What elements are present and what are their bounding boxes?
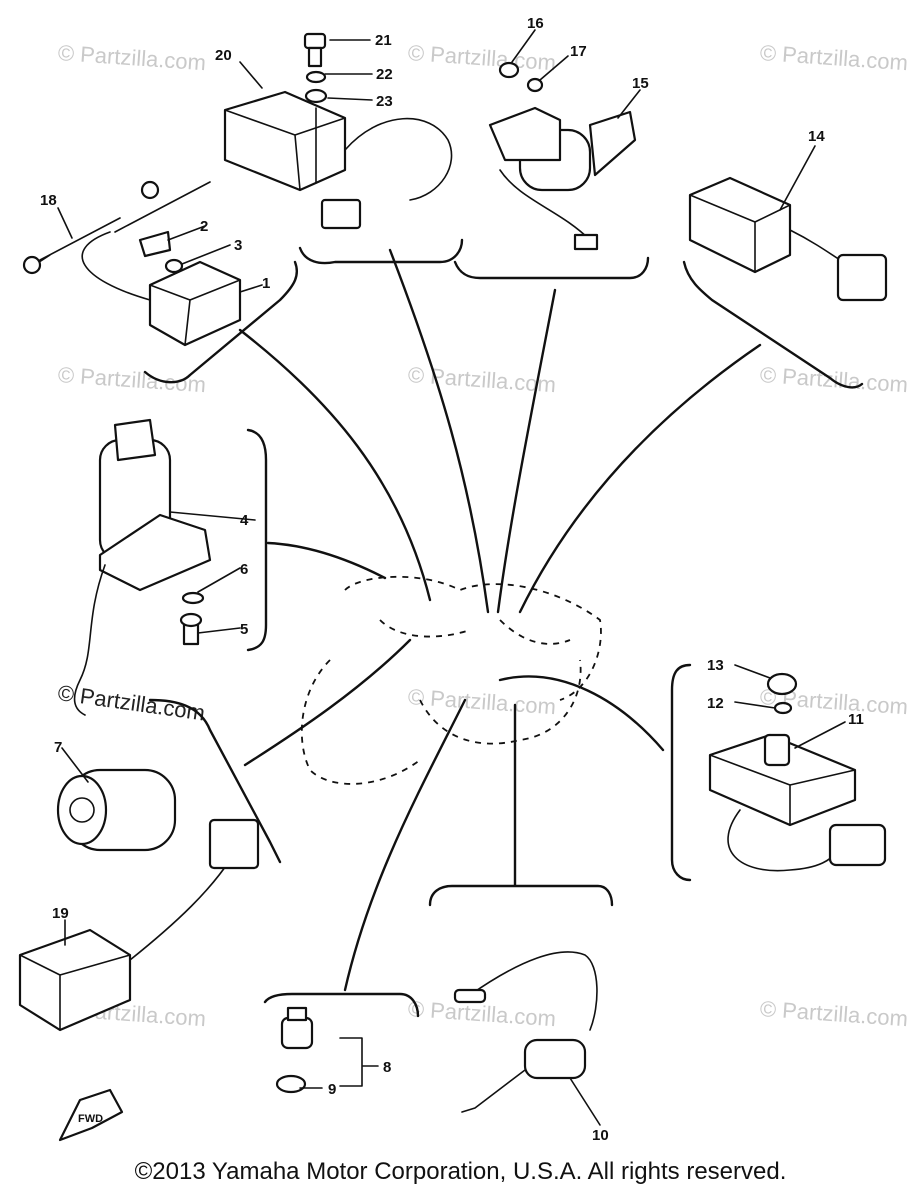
part-14-module [688,176,888,302]
part-19-box [18,818,260,1032]
callout-23: 23 [376,93,393,110]
callout-11: 11 [848,711,864,728]
callout-2: 2 [200,218,208,235]
fwd-arrow-icon: FWD [58,1088,124,1142]
part-20-relay-box [223,32,453,230]
diagram-drawing: FWD 21 [18,15,888,1144]
part-8-sender [275,1006,379,1094]
part-4-main-switch [73,418,212,716]
leader-lines [238,248,762,992]
callout-leaders [57,29,846,1126]
group-brackets [143,238,864,1018]
callout-12: 12 [707,695,724,712]
callout-labels: 21 22 23 20 16 17 15 14 18 2 3 1 4 6 5 7… [40,15,864,1144]
part-11-sensor [708,672,887,872]
part-7-switch [56,768,177,852]
callout-19: 19 [52,905,69,922]
copyright-notice: ©2013 Yamaha Motor Corporation, U.S.A. A… [134,1158,787,1185]
callout-7: 7 [54,739,62,756]
frame-outline [300,575,602,785]
callout-17: 17 [570,43,587,60]
part-1-ignition-unit [22,180,242,347]
callout-6: 6 [240,561,248,578]
part-15-starter-relay [488,61,637,251]
callout-15: 15 [632,75,649,92]
callout-13: 13 [707,657,724,674]
callout-9: 9 [328,1081,336,1098]
callout-10: 10 [592,1127,609,1144]
part-10-plug-cap [453,951,598,1113]
callout-21: 21 [375,32,392,49]
callout-8: 8 [383,1059,391,1076]
callout-16: 16 [527,15,544,32]
callout-1: 1 [262,275,270,292]
callout-20: 20 [215,47,232,64]
callout-4: 4 [240,512,249,529]
callout-18: 18 [40,192,57,209]
callout-5: 5 [240,621,248,638]
callout-22: 22 [376,66,393,83]
callout-3: 3 [234,237,242,254]
fwd-label: FWD [78,1113,103,1125]
callout-14: 14 [808,128,825,145]
